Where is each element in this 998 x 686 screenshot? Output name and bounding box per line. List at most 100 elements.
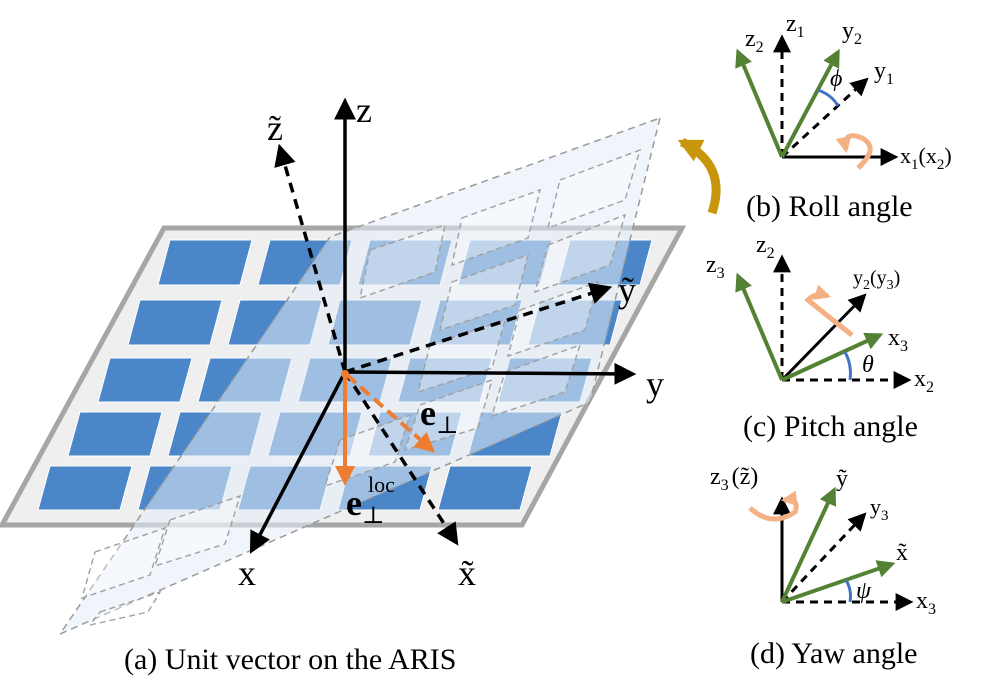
label-z: z <box>356 90 372 130</box>
panel-d: z3(z̃) ỹ y3 x̃ ψ x3 (d) Yaw angle <box>710 464 936 670</box>
label-e-perp-loc-sup: loc <box>368 472 395 497</box>
b-label-z1: z1 <box>786 11 805 41</box>
b-axis-z2 <box>735 48 784 158</box>
d-label-z3: z3(z̃) <box>710 464 758 494</box>
d-axis-y3 <box>780 512 867 604</box>
d-angle-arc <box>844 579 852 603</box>
axis-x <box>249 371 347 554</box>
b-label-angle: ϕ <box>830 66 842 92</box>
caption-c: (c) Pitch angle <box>743 410 918 443</box>
c-x2-main: x <box>914 366 926 392</box>
c-y2-main: y <box>853 267 863 289</box>
c-y3-paren: (y <box>870 267 887 289</box>
label-y-tilde: ỹ <box>618 270 636 310</box>
b-rotation-arc <box>835 133 873 170</box>
axis-z-tilde <box>274 143 347 373</box>
b-z2-main: z <box>745 26 756 52</box>
b-label-y1: y1 <box>874 58 894 88</box>
b-label-y2: y2 <box>842 18 862 48</box>
b-y2-main: y <box>842 18 854 44</box>
e-loc-sub: ⊥ <box>362 503 385 529</box>
b-axis-y2 <box>780 48 840 158</box>
c-axis-z3 <box>735 272 784 381</box>
d-label-y3: y3 <box>870 494 889 524</box>
d-x3-main: x <box>916 588 928 614</box>
rotated-element <box>153 494 242 568</box>
element <box>97 357 193 403</box>
b-x1-sub: 1 <box>911 157 919 173</box>
d-y3-main: y <box>870 494 881 519</box>
b-label-x1: x1(x2) <box>900 143 952 173</box>
b-x1-close: ) <box>944 143 951 168</box>
d-z3-main: z <box>710 464 721 490</box>
panel-a: z y x z̃ ỹ x̃ e⊥ e⊥ loc (a) Unit vector … <box>0 90 721 676</box>
rotated-element <box>88 590 162 627</box>
element <box>437 465 533 511</box>
d-z3-sub: 3 <box>721 477 729 494</box>
panel-c: z2 z3 y2(y3) x3 θ x2 (c) Pitch angle <box>706 232 934 443</box>
b-z2-sub: 2 <box>756 39 764 56</box>
element <box>157 239 253 286</box>
c-label-z3: z3 <box>706 252 725 282</box>
c-label-y2y3: y2(y3) <box>853 267 900 293</box>
rotated-element <box>490 343 582 418</box>
e-perp-sub: ⊥ <box>436 413 459 439</box>
c-y3-close: ) <box>894 267 901 289</box>
rotated-aris-plane <box>57 116 662 636</box>
element <box>67 411 163 457</box>
e-perp-main: e <box>420 393 436 433</box>
label-x-tilde: x̃ <box>458 553 476 593</box>
b-y1-main: y <box>874 58 886 84</box>
rotated-element <box>359 223 446 300</box>
d-label-angle: ψ <box>856 578 872 604</box>
axis-y <box>344 362 637 385</box>
label-y: y <box>646 364 664 404</box>
c-label-angle: θ <box>862 352 874 378</box>
c-axis-x3 <box>781 332 884 382</box>
d-label-x3: x3 <box>916 588 936 618</box>
label-e-perp-loc: e⊥ <box>346 483 385 529</box>
c-z3-sub: 3 <box>717 265 725 282</box>
rotated-plane-grid <box>80 148 642 627</box>
c-z2-main: z <box>756 232 767 258</box>
b-y2-sub: 2 <box>854 31 862 48</box>
b-y1-sub: 1 <box>886 71 894 88</box>
d-x3-sub: 3 <box>928 601 936 618</box>
panel-b: z2 z1 y2 y1 ϕ x1(x2) (b) Roll angle <box>735 11 952 223</box>
c-label-x3: x3 <box>888 325 908 355</box>
d-axis-y-tilde <box>780 486 837 603</box>
c-label-x2: x2 <box>914 366 934 396</box>
c-label-z2: z2 <box>756 232 775 262</box>
c-z3-main: z <box>706 252 717 278</box>
d-label-x-tilde: x̃ <box>896 540 908 566</box>
rotated-element <box>533 213 627 294</box>
label-x: x <box>238 553 256 593</box>
element <box>37 465 133 511</box>
c-rotation-arc <box>804 284 854 337</box>
d-z-tilde-paren: (z̃) <box>732 464 759 490</box>
c-y2-sub: 2 <box>863 278 870 293</box>
caption-a: (a) Unit vector on the ARIS <box>124 643 456 676</box>
rotation-arrow <box>677 137 721 215</box>
caption-b: (b) Roll angle <box>746 190 913 223</box>
b-z1-sub: 1 <box>797 24 805 41</box>
caption-d: (d) Yaw angle <box>750 637 917 670</box>
c-angle-arc <box>843 351 852 381</box>
c-x3-main: x <box>888 325 900 351</box>
rotated-element <box>439 253 530 332</box>
rotated-element <box>506 280 600 358</box>
c-axis-y2 <box>780 293 867 382</box>
element <box>127 299 223 346</box>
label-z-tilde: z̃ <box>267 108 283 148</box>
b-x1-paren-sub: 2 <box>937 157 945 173</box>
c-x3-sub: 3 <box>900 338 908 355</box>
c-z2-sub: 2 <box>767 245 775 262</box>
label-e-perp: e⊥ <box>420 393 459 439</box>
b-axis-y1 <box>780 77 869 159</box>
c-x2-sub: 2 <box>926 379 934 396</box>
b-x1-main: x <box>900 143 911 168</box>
b-angle-arc <box>817 88 840 107</box>
c-y3-sub: 3 <box>887 278 894 293</box>
axis-y-tilde <box>344 282 613 374</box>
